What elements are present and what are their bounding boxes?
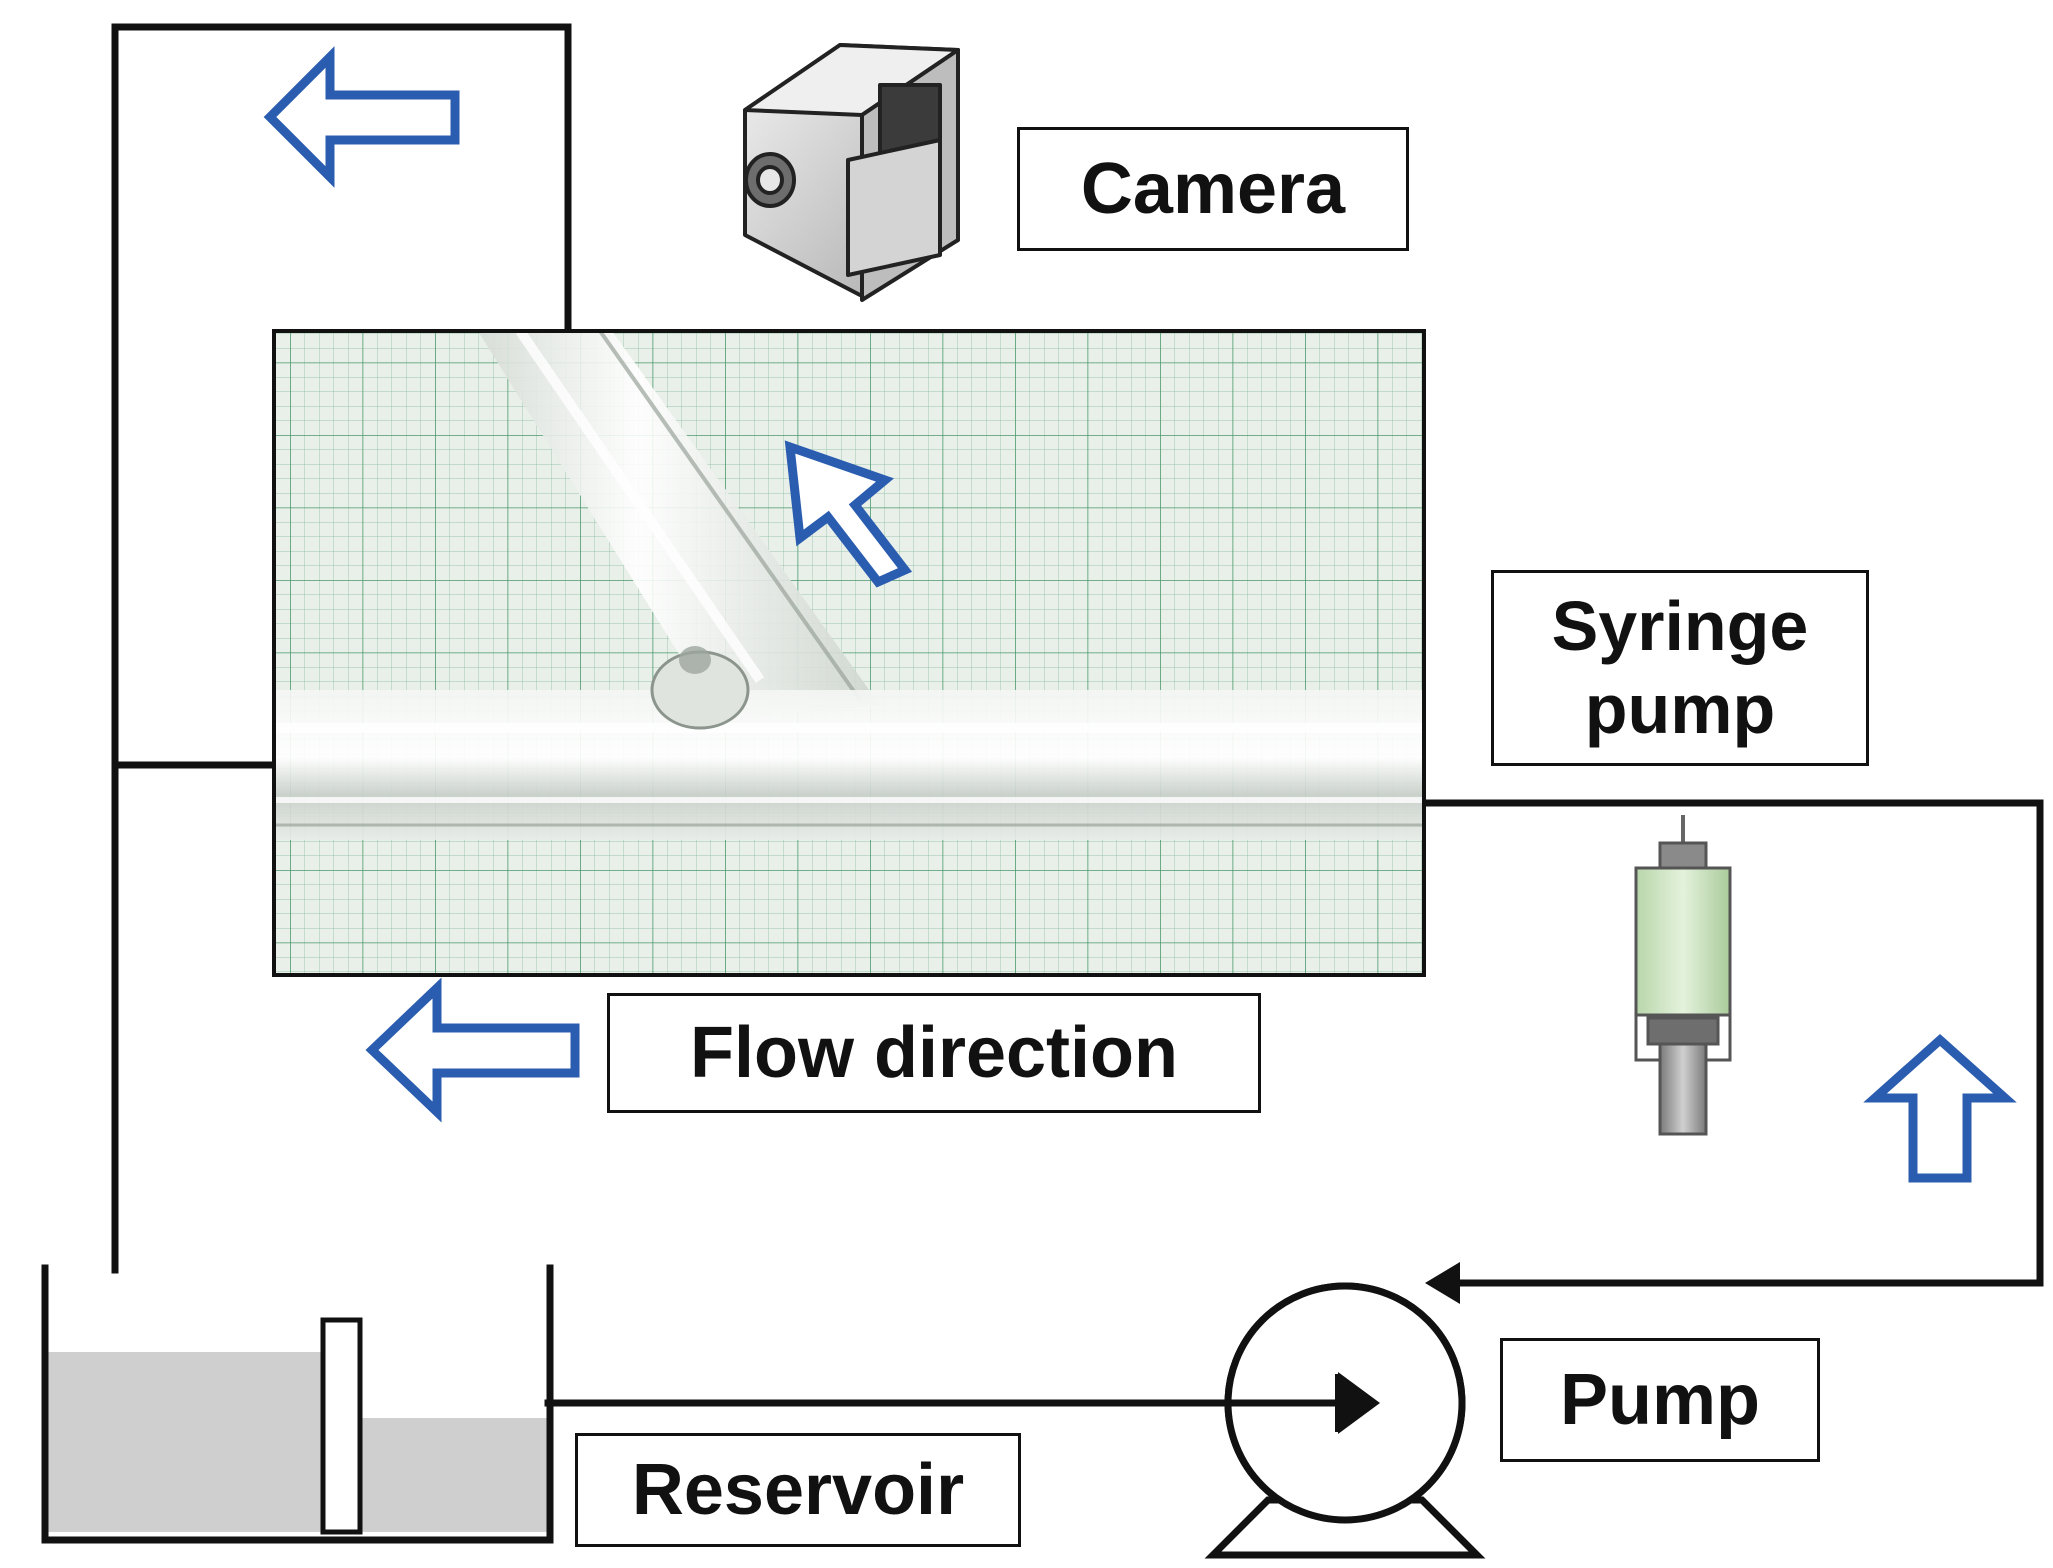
supply-pipe-right-loop: [1420, 799, 2044, 1287]
pump-icon: [548, 1262, 1486, 1559]
reservoir-label: Reservoir: [575, 1433, 1021, 1547]
syringe-icon: [1634, 815, 1732, 1136]
return-pipe-top-loop: [111, 23, 572, 1274]
camera-label: Camera: [1017, 127, 1409, 251]
reservoir: [41, 1264, 554, 1544]
flow-arrows: [263, 46, 2017, 1183]
reservoir-label-text: Reservoir: [631, 1449, 965, 1530]
reservoir-water-left: [45, 1352, 323, 1532]
camera-label-text: Camera: [1080, 148, 1346, 229]
arrow-left-bottom-icon: [365, 977, 580, 1123]
arrow-left-top-icon: [263, 46, 460, 188]
reservoir-weir: [320, 1317, 363, 1535]
branch-tube: [478, 331, 880, 720]
main-tube: [274, 690, 1424, 840]
syringe-pump-label-text: Syringe pump: [1551, 587, 1809, 748]
reservoir-water-right: [360, 1418, 547, 1532]
arrow-diagonal-icon: [784, 440, 913, 588]
flow-direction-label-text: Flow direction: [689, 1012, 1178, 1093]
syringe-pump-label: Syringe pump: [1491, 570, 1869, 766]
pump-label: Pump: [1500, 1338, 1820, 1462]
pump-label-text: Pump: [1559, 1359, 1760, 1440]
test-section-image: [272, 329, 1426, 977]
camera-icon: [743, 43, 960, 302]
flow-direction-label: Flow direction: [607, 993, 1261, 1113]
arrow-up-icon: [1863, 1033, 2017, 1183]
